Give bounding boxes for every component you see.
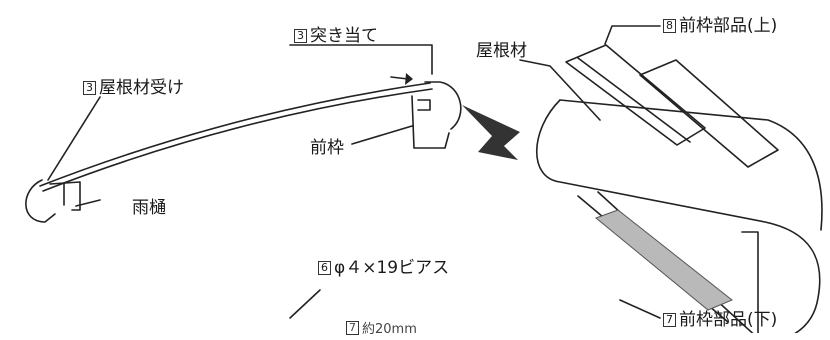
leader-roof-material [519,59,601,121]
leader-front-frame [351,125,413,145]
stopper-arrow-shaft [390,76,409,80]
diagram-drawing [25,25,823,340]
label-text: 約20mm [362,322,417,337]
upper-part-rail-2 [639,59,779,168]
roof-panel-curve-lower [42,88,433,192]
label-text: 雨樋 [132,198,166,218]
label-text: 突き当て [310,26,378,46]
label-text: 屋根材受け [99,78,184,98]
frame-inner-wall [741,231,759,340]
zoom-arrow [462,105,520,160]
upper-part-groove [577,57,691,143]
label-number-box: 3 [294,29,307,43]
leader-gutter [75,199,101,207]
front-frame-curve [424,81,462,130]
stopper-arrow-head [405,73,413,85]
label-roof-material: 屋根材 [476,41,527,61]
upper-part-rail [565,44,706,146]
leader-screw [289,289,321,319]
gutter-shape [25,179,56,223]
frame-outline [535,99,821,340]
label-text: 前枠部品(上) [679,16,778,36]
front-frame-detail [417,99,431,111]
roof-panel-curve [39,82,431,187]
leader-stopper [289,44,433,75]
label-number-box: 3 [83,81,96,95]
lower-part-shaded [595,209,733,311]
leader-lower-part [619,299,661,319]
label-text: 前枠部品(下) [679,310,778,330]
label-text: 前枠 [310,138,344,158]
front-frame-profile [411,95,450,149]
leader-roof-receiver [47,96,101,181]
label-text: φ４×19ビアス [334,258,450,278]
label-front-frame: 前枠 [310,138,344,158]
leader-upper-part [604,25,661,45]
label-number-box: 7 [663,313,676,327]
label-text: 屋根材 [476,41,527,61]
label-gutter: 雨樋 [132,198,166,218]
label-number-box: 6 [318,261,331,275]
gutter-bracket [49,181,81,211]
frame-top-edge [559,99,823,231]
label-number-box: 8 [663,19,676,33]
